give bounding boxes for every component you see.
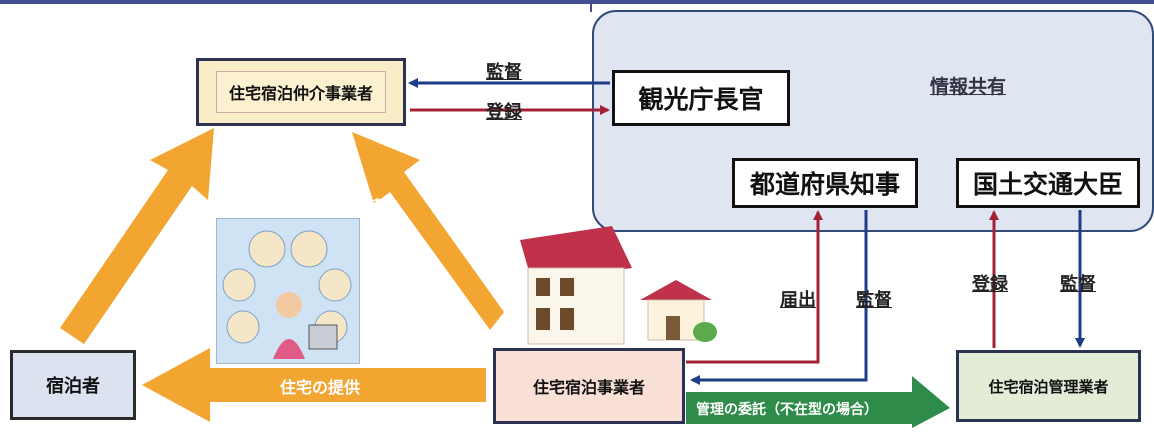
intermediary-box: 住宅宿泊仲介事業者: [196, 58, 406, 126]
housing-provision-label: 住宅の提供: [280, 378, 361, 397]
kanko-commissioner-box: 観光庁長官: [612, 70, 790, 126]
management-consignment-label: 管理の委託（不在型の場合）: [696, 402, 878, 418]
intermediary-label: 住宅宿泊仲介事業者: [215, 71, 386, 113]
supervision-label-top: 監督: [486, 62, 522, 83]
property-info-arrow: [352, 132, 504, 330]
notification-line: [686, 210, 823, 364]
info-share-label: 情報共有: [930, 76, 1007, 98]
management-consignment-arrow: [686, 376, 950, 428]
supervision-line-gov: [690, 210, 868, 385]
manager-box: 住宅宿泊管理業者: [956, 350, 1141, 422]
registration-label-top: 登録: [486, 102, 522, 123]
houses-illustration: [520, 226, 717, 345]
housing-provision-arrow: [142, 348, 486, 422]
operator-box: 住宅宿泊事業者: [493, 348, 685, 424]
registration-label-mlit: 登録: [972, 274, 1008, 295]
prefectural-governor-box: 都道府県知事: [732, 158, 918, 208]
notification-label: 届出: [780, 290, 816, 311]
top-border: [0, 0, 1154, 4]
supervision-label-mlit: 監督: [1060, 274, 1096, 295]
guest-box: 宿泊者: [10, 350, 136, 420]
mlit-minister-box: 国土交通大臣: [956, 158, 1140, 208]
top-divider: [590, 0, 592, 12]
people-network-illustration: [216, 218, 360, 364]
booking-arrow: [60, 128, 214, 344]
supervision-label-gov: 監督: [856, 290, 892, 311]
